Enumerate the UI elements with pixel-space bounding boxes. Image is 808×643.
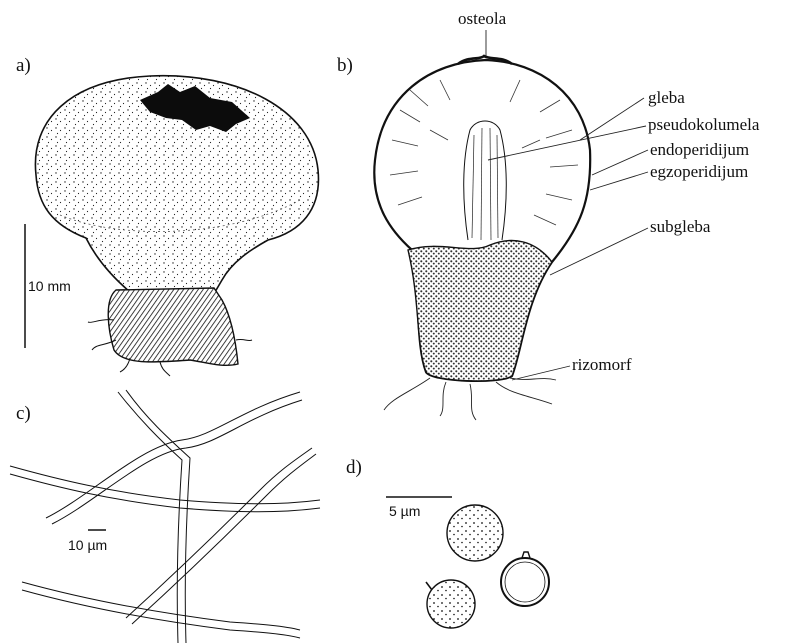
rhizoid-base xyxy=(108,288,238,365)
panel-c-hyphae xyxy=(10,390,320,643)
spore-1 xyxy=(447,505,503,561)
panel-label-a: a) xyxy=(16,56,31,75)
label-rizomorf: rizomorf xyxy=(572,356,631,373)
panel-label-b: b) xyxy=(337,56,353,75)
label-endoperidijum: endoperidijum xyxy=(650,141,749,158)
panel-a-fruiting-body xyxy=(25,76,318,376)
label-subgleba: subgleba xyxy=(650,218,710,235)
label-gleba: gleba xyxy=(648,89,685,106)
spore-2 xyxy=(427,580,475,628)
scale-label-d: 5 µm xyxy=(389,504,420,518)
subgleba-fill xyxy=(408,241,552,381)
panel-label-d: d) xyxy=(346,458,362,477)
scale-label-c: 10 µm xyxy=(68,538,107,552)
panel-label-c: c) xyxy=(16,404,31,423)
scale-label-a: 10 mm xyxy=(28,279,71,293)
label-osteola: osteola xyxy=(458,10,506,27)
label-pseudokolumela: pseudokolumela xyxy=(648,116,759,133)
label-egzoperidijum: egzoperidijum xyxy=(650,163,748,180)
rhizomorph-roots xyxy=(384,378,556,420)
spore-3 xyxy=(501,558,549,606)
panel-b-section xyxy=(374,56,590,420)
